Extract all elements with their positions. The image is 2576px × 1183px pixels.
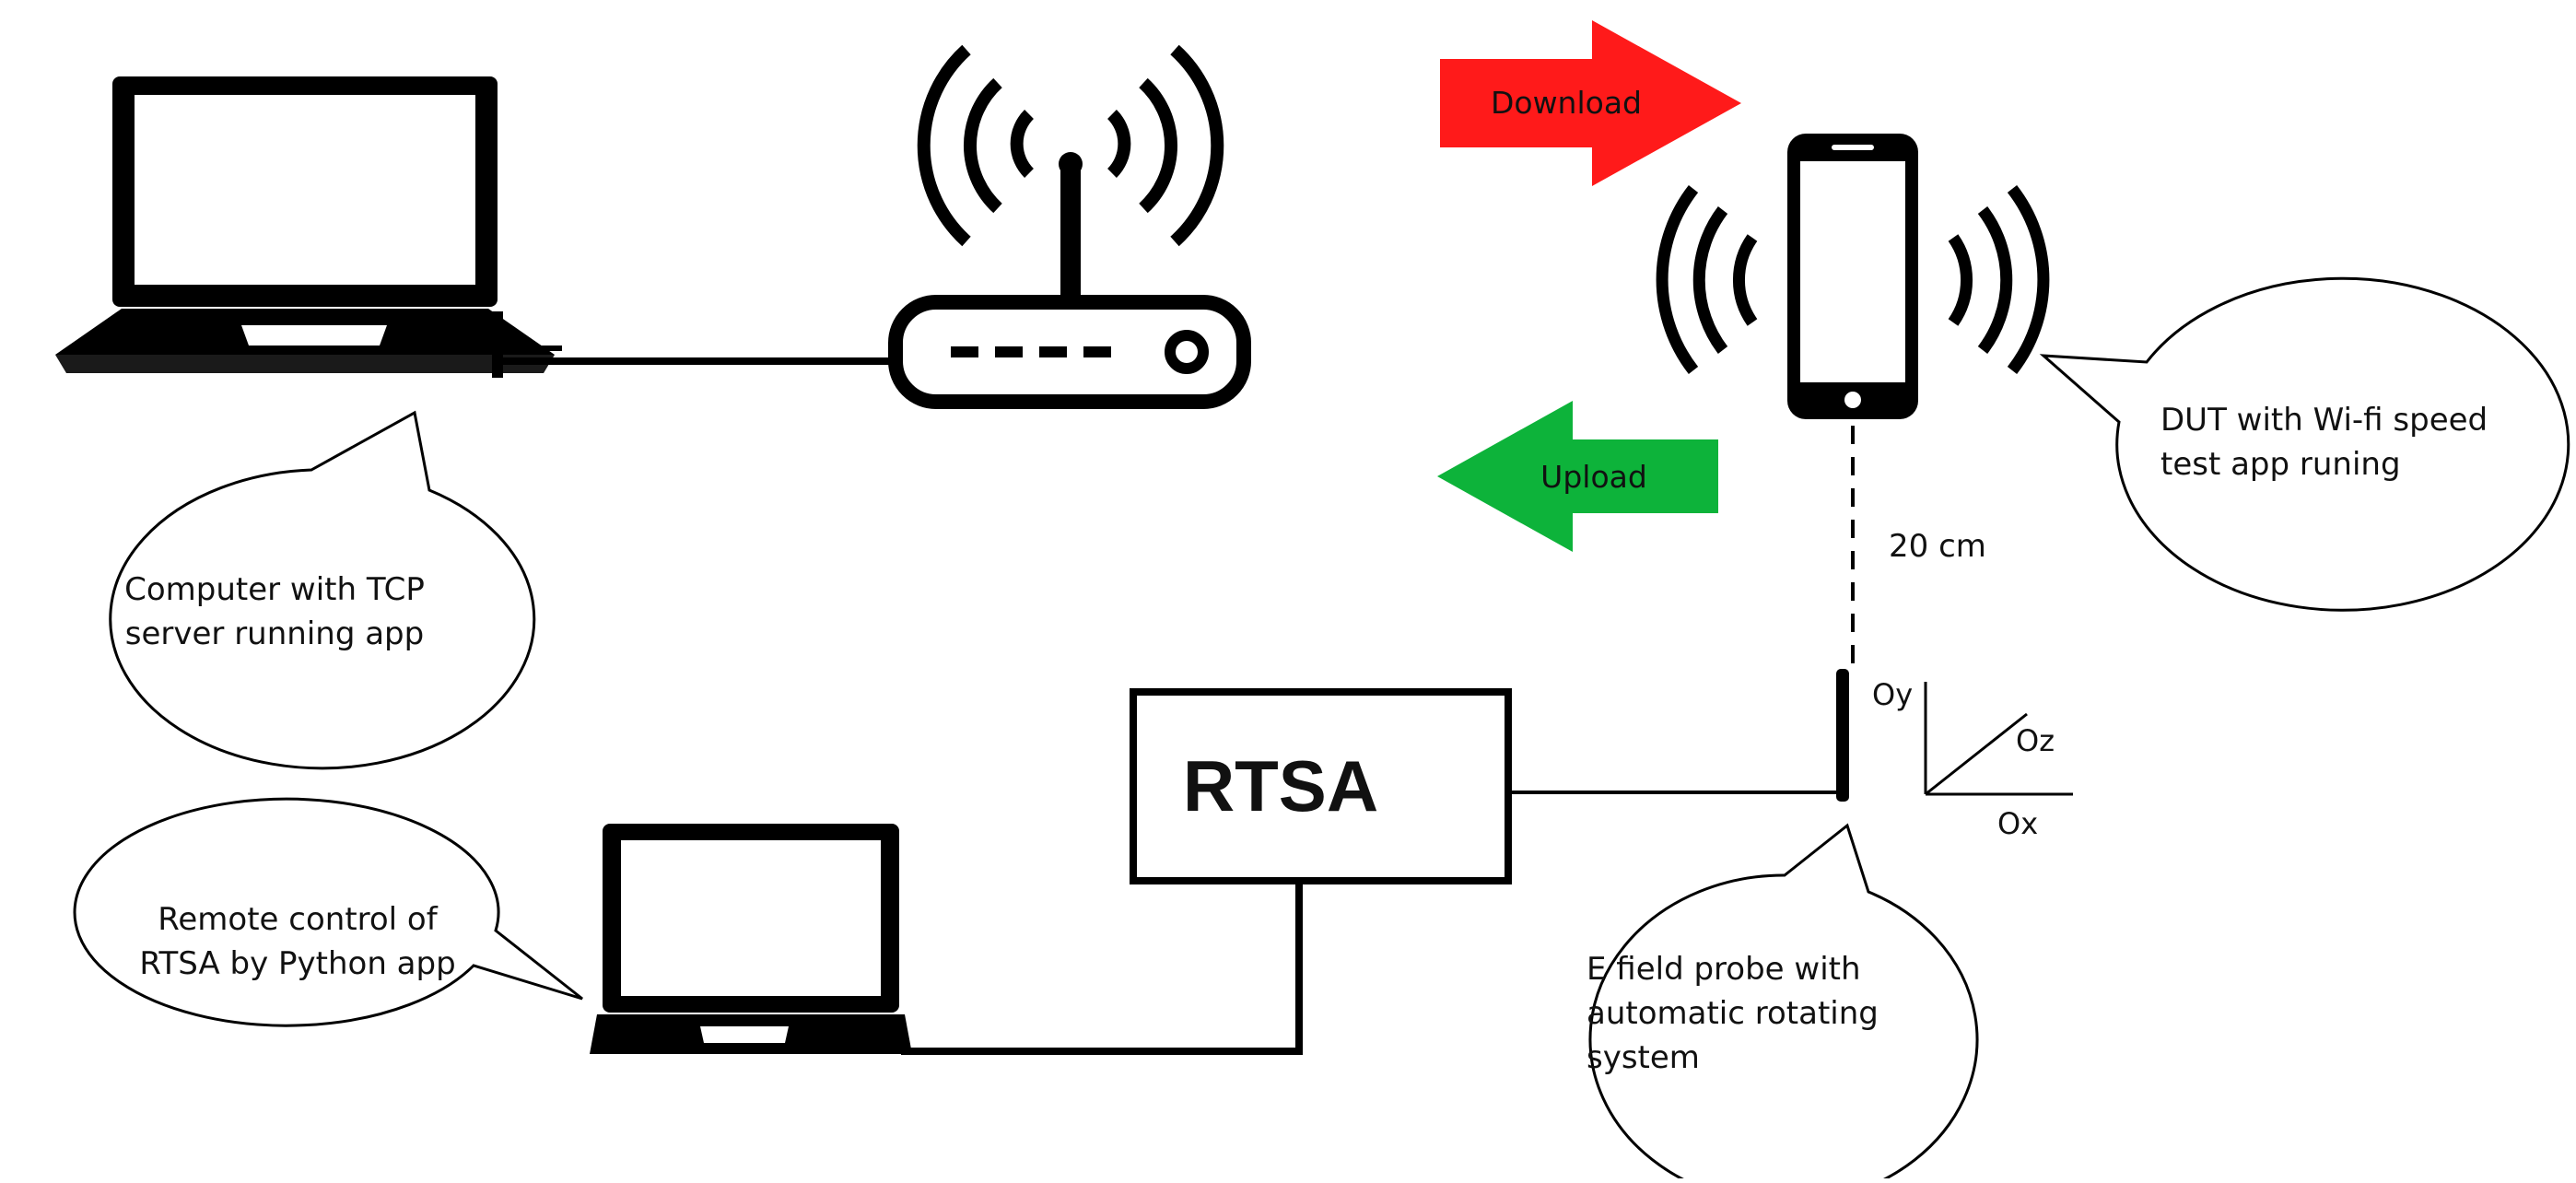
callout-computer: Computer with TCP server running app (109, 410, 536, 770)
callout-probe-line3: system (1587, 1039, 1700, 1076)
distance-label: 20 cm (1889, 528, 1986, 565)
rtsa-box: RTSA (1130, 688, 1512, 884)
callout-probe-line1: E field probe with (1587, 951, 1861, 988)
callout-probe-line2: automatic rotating (1587, 995, 1879, 1032)
router-icon (888, 44, 1251, 409)
rtsa-label: RTSA (1183, 745, 1378, 826)
callout-computer-line2: server running app (125, 615, 424, 652)
axis-ox-label: Ox (1997, 806, 2038, 841)
callout-remote: Remote control of RTSA by Python app (73, 797, 583, 1027)
axis-oz-label: Oz (2016, 723, 2055, 758)
download-label: Download (1491, 85, 1642, 121)
smartphone-icon (1656, 134, 2050, 419)
upload-arrow: Upload (1437, 401, 1718, 552)
upload-label: Upload (1540, 459, 1647, 495)
callout-computer-line1: Computer with TCP (124, 571, 425, 608)
callout-dut-line2: test app runing (2160, 446, 2401, 483)
callout-remote-line2: RTSA by Python app (139, 945, 455, 982)
callout-dut-line1: DUT with Wi-fi speed (2160, 402, 2488, 439)
axes-indicator: Oy Oz Ox (1872, 677, 2073, 841)
e-field-probe (1836, 669, 1849, 802)
control-cable (901, 881, 1303, 1055)
download-arrow: Download (1440, 20, 1741, 186)
callout-dut: DUT with Wi-fi speed test app runing (2039, 276, 2570, 612)
axis-oy-label: Oy (1872, 677, 1913, 712)
callout-remote-line1: Remote control of (158, 901, 438, 938)
laptop-icon (55, 76, 555, 378)
callout-probe: E field probe with automatic rotating sy… (1587, 823, 1979, 1183)
laptop-icon (590, 824, 912, 1054)
